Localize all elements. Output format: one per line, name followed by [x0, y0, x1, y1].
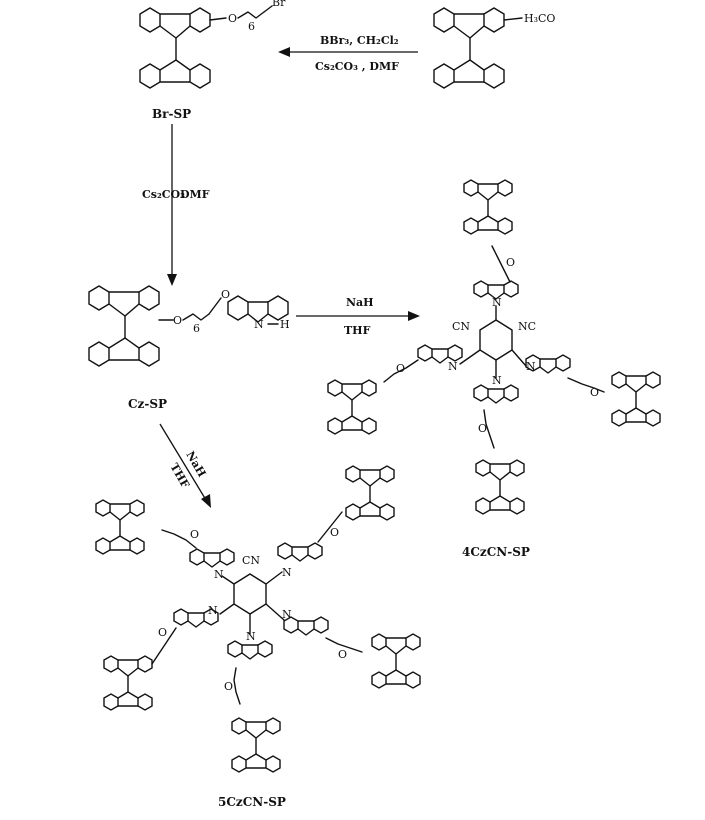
- cz5-cn-sp-structure: CN N O N O N O N O N O: [95, 465, 421, 773]
- cz-sp-structure: O 6 O: [88, 285, 230, 367]
- oxygen-atom-label: O: [228, 12, 237, 25]
- reagent-step3-bottom: THF: [344, 324, 371, 337]
- reagent-step1-top: BBr₃, CH₂Cl₂: [320, 34, 399, 47]
- methoxy-atom-label: H₃CO: [524, 12, 555, 25]
- reagent-step4-bottom: THF: [167, 461, 192, 491]
- compound-label-br-sp: Br-SP: [152, 107, 191, 121]
- oxygen-atom-label: O: [221, 288, 230, 301]
- nitrogen-atom-label: N: [254, 318, 264, 331]
- reaction-arrow-step2: [167, 124, 177, 286]
- cyano-right-label: NC: [518, 320, 536, 333]
- oxygen-atom-label: O: [158, 626, 167, 639]
- reagent-step2-a: DMF: [180, 188, 210, 201]
- methoxy-sp-structure: H₃CO: [433, 7, 555, 89]
- hydrogen-atom-label: H: [280, 318, 290, 331]
- chain-count-label: 6: [248, 20, 255, 33]
- nitrogen-atom-label: N: [448, 360, 458, 373]
- oxygen-atom-label: O: [330, 526, 339, 539]
- compound-label-5czcn-sp: 5CzCN-SP: [218, 795, 286, 809]
- oxygen-atom-label: O: [590, 386, 599, 399]
- nitrogen-atom-label: N: [214, 568, 224, 581]
- oxygen-atom-label: O: [506, 256, 515, 269]
- nitrogen-atom-label: N: [208, 604, 218, 617]
- oxygen-atom-label: O: [224, 680, 233, 693]
- cyano-label: CN: [242, 554, 260, 567]
- reagent-step2-b: Cs₂CO₃: [142, 188, 185, 201]
- chain-count-label: 6: [193, 322, 200, 335]
- cz4-cn-sp-structure: CN NC N O N O N O N O: [327, 179, 661, 515]
- br-sp-structure: O 6 Br: [139, 0, 286, 89]
- oxygen-atom-label: O: [173, 314, 182, 327]
- oxygen-atom-label: O: [338, 648, 347, 661]
- nitrogen-atom-label: N: [282, 608, 292, 621]
- nitrogen-atom-label: N: [492, 374, 502, 387]
- nitrogen-atom-label: N: [282, 566, 292, 579]
- compound-label-cz-sp: Cz-SP: [128, 397, 167, 411]
- nitrogen-atom-label: N: [526, 360, 536, 373]
- compound-label-4czcn-sp: 4CzCN-SP: [462, 545, 530, 559]
- nitrogen-atom-label: N: [492, 296, 502, 309]
- reaction-arrow-step1: [278, 47, 418, 57]
- oxygen-atom-label: O: [396, 362, 405, 375]
- oxygen-atom-label: O: [478, 422, 487, 435]
- reaction-arrow-step3: [296, 311, 420, 321]
- cyano-left-label: CN: [452, 320, 470, 333]
- reagent-step3-top: NaH: [346, 296, 374, 309]
- reaction-arrow-step4: [159, 423, 211, 508]
- oxygen-atom-label: O: [190, 528, 199, 541]
- cz-sp-carbazole: N H: [227, 295, 290, 331]
- nitrogen-atom-label: N: [246, 630, 256, 643]
- reagent-step1-bottom: Cs₂CO₃ , DMF: [315, 60, 399, 73]
- bromine-atom-label: Br: [272, 0, 286, 9]
